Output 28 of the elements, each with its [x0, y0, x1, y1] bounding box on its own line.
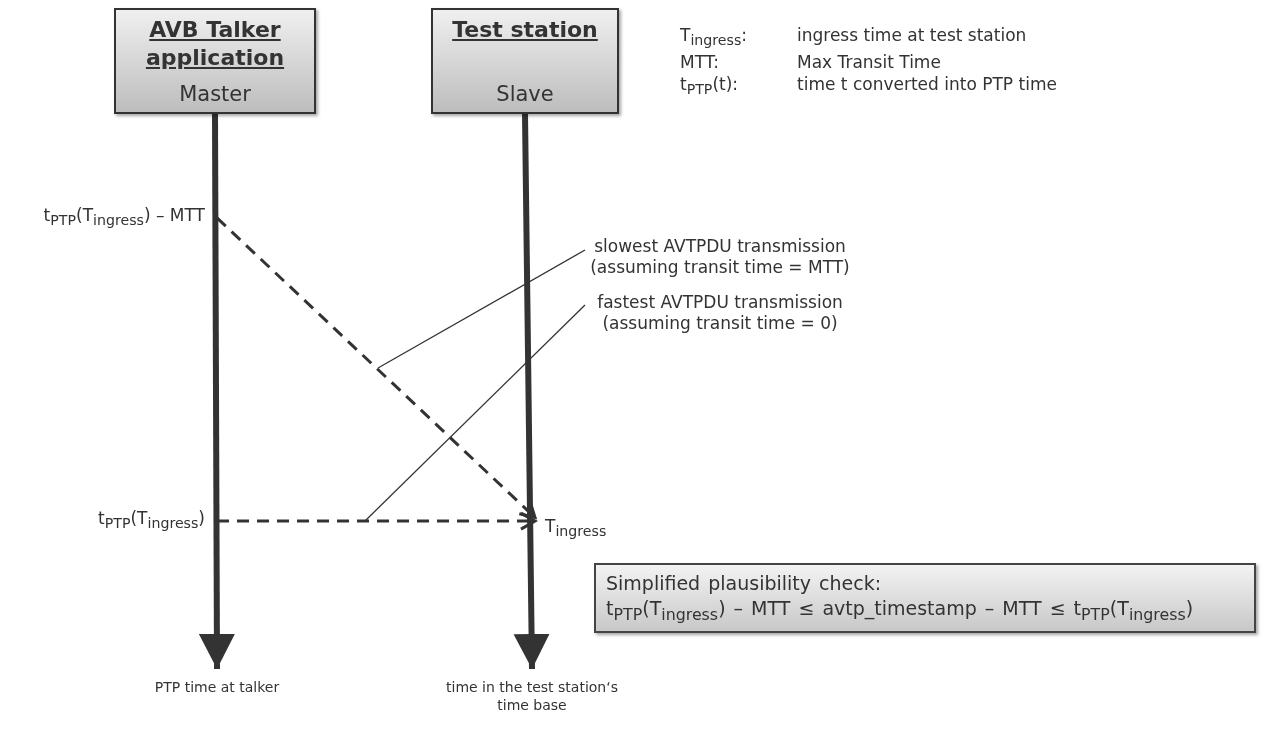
- annotation-text: time in the test station‘s time base: [445, 679, 619, 715]
- legend-description: time t converted into PTP time: [797, 73, 1057, 97]
- annotation-text: T$_{ingress}$: [545, 516, 607, 540]
- leader-line: [377, 249, 586, 369]
- annotation-text: slowest AVTPDU transmission (assuming transit time = MTT): [589, 236, 851, 280]
- entity-title: AVB Talker application: [144, 16, 286, 72]
- leader-line: [364, 304, 586, 522]
- note-heading: Simplified plausibility check:: [606, 571, 883, 596]
- legend-symbol: MTT:: [680, 51, 720, 74]
- annotation-text: t$_{PTP}$(T$_{ingress}$): [98, 508, 205, 534]
- entity-role: Slave: [496, 81, 554, 108]
- annotation-text: t$_{PTP}$(T$_{ingress}$) – MTT: [43, 205, 205, 231]
- legend-description: Max Transit Time: [797, 51, 942, 74]
- entity-box: [431, 8, 619, 114]
- legend-symbol: T$_{ingress}$:: [680, 24, 748, 51]
- entity-role: Master: [179, 81, 251, 108]
- legend-symbol: t$_{PTP}$(t):: [680, 73, 740, 100]
- message-arrow: [217, 511, 537, 531]
- formula-text: t$_{PTP}$(T$_{ingress}$) – MTT ≤ avtp_timestamp – MTT ≤ t$_{PTP}$(T$_{ingress}$): [606, 596, 1195, 626]
- note-box: [594, 563, 1256, 633]
- annotation-text: fastest AVTPDU transmission (assuming transit time = 0): [596, 292, 844, 336]
- timeline-arrow: [513, 113, 550, 670]
- legend-description: ingress time at test station: [797, 24, 1028, 47]
- entity-title: Test station: [452, 16, 598, 44]
- timeline-arrow: [198, 114, 235, 669]
- entity-box: [114, 8, 316, 114]
- annotation-text: PTP time at talker: [154, 679, 280, 697]
- message-arrow: [215, 216, 537, 519]
